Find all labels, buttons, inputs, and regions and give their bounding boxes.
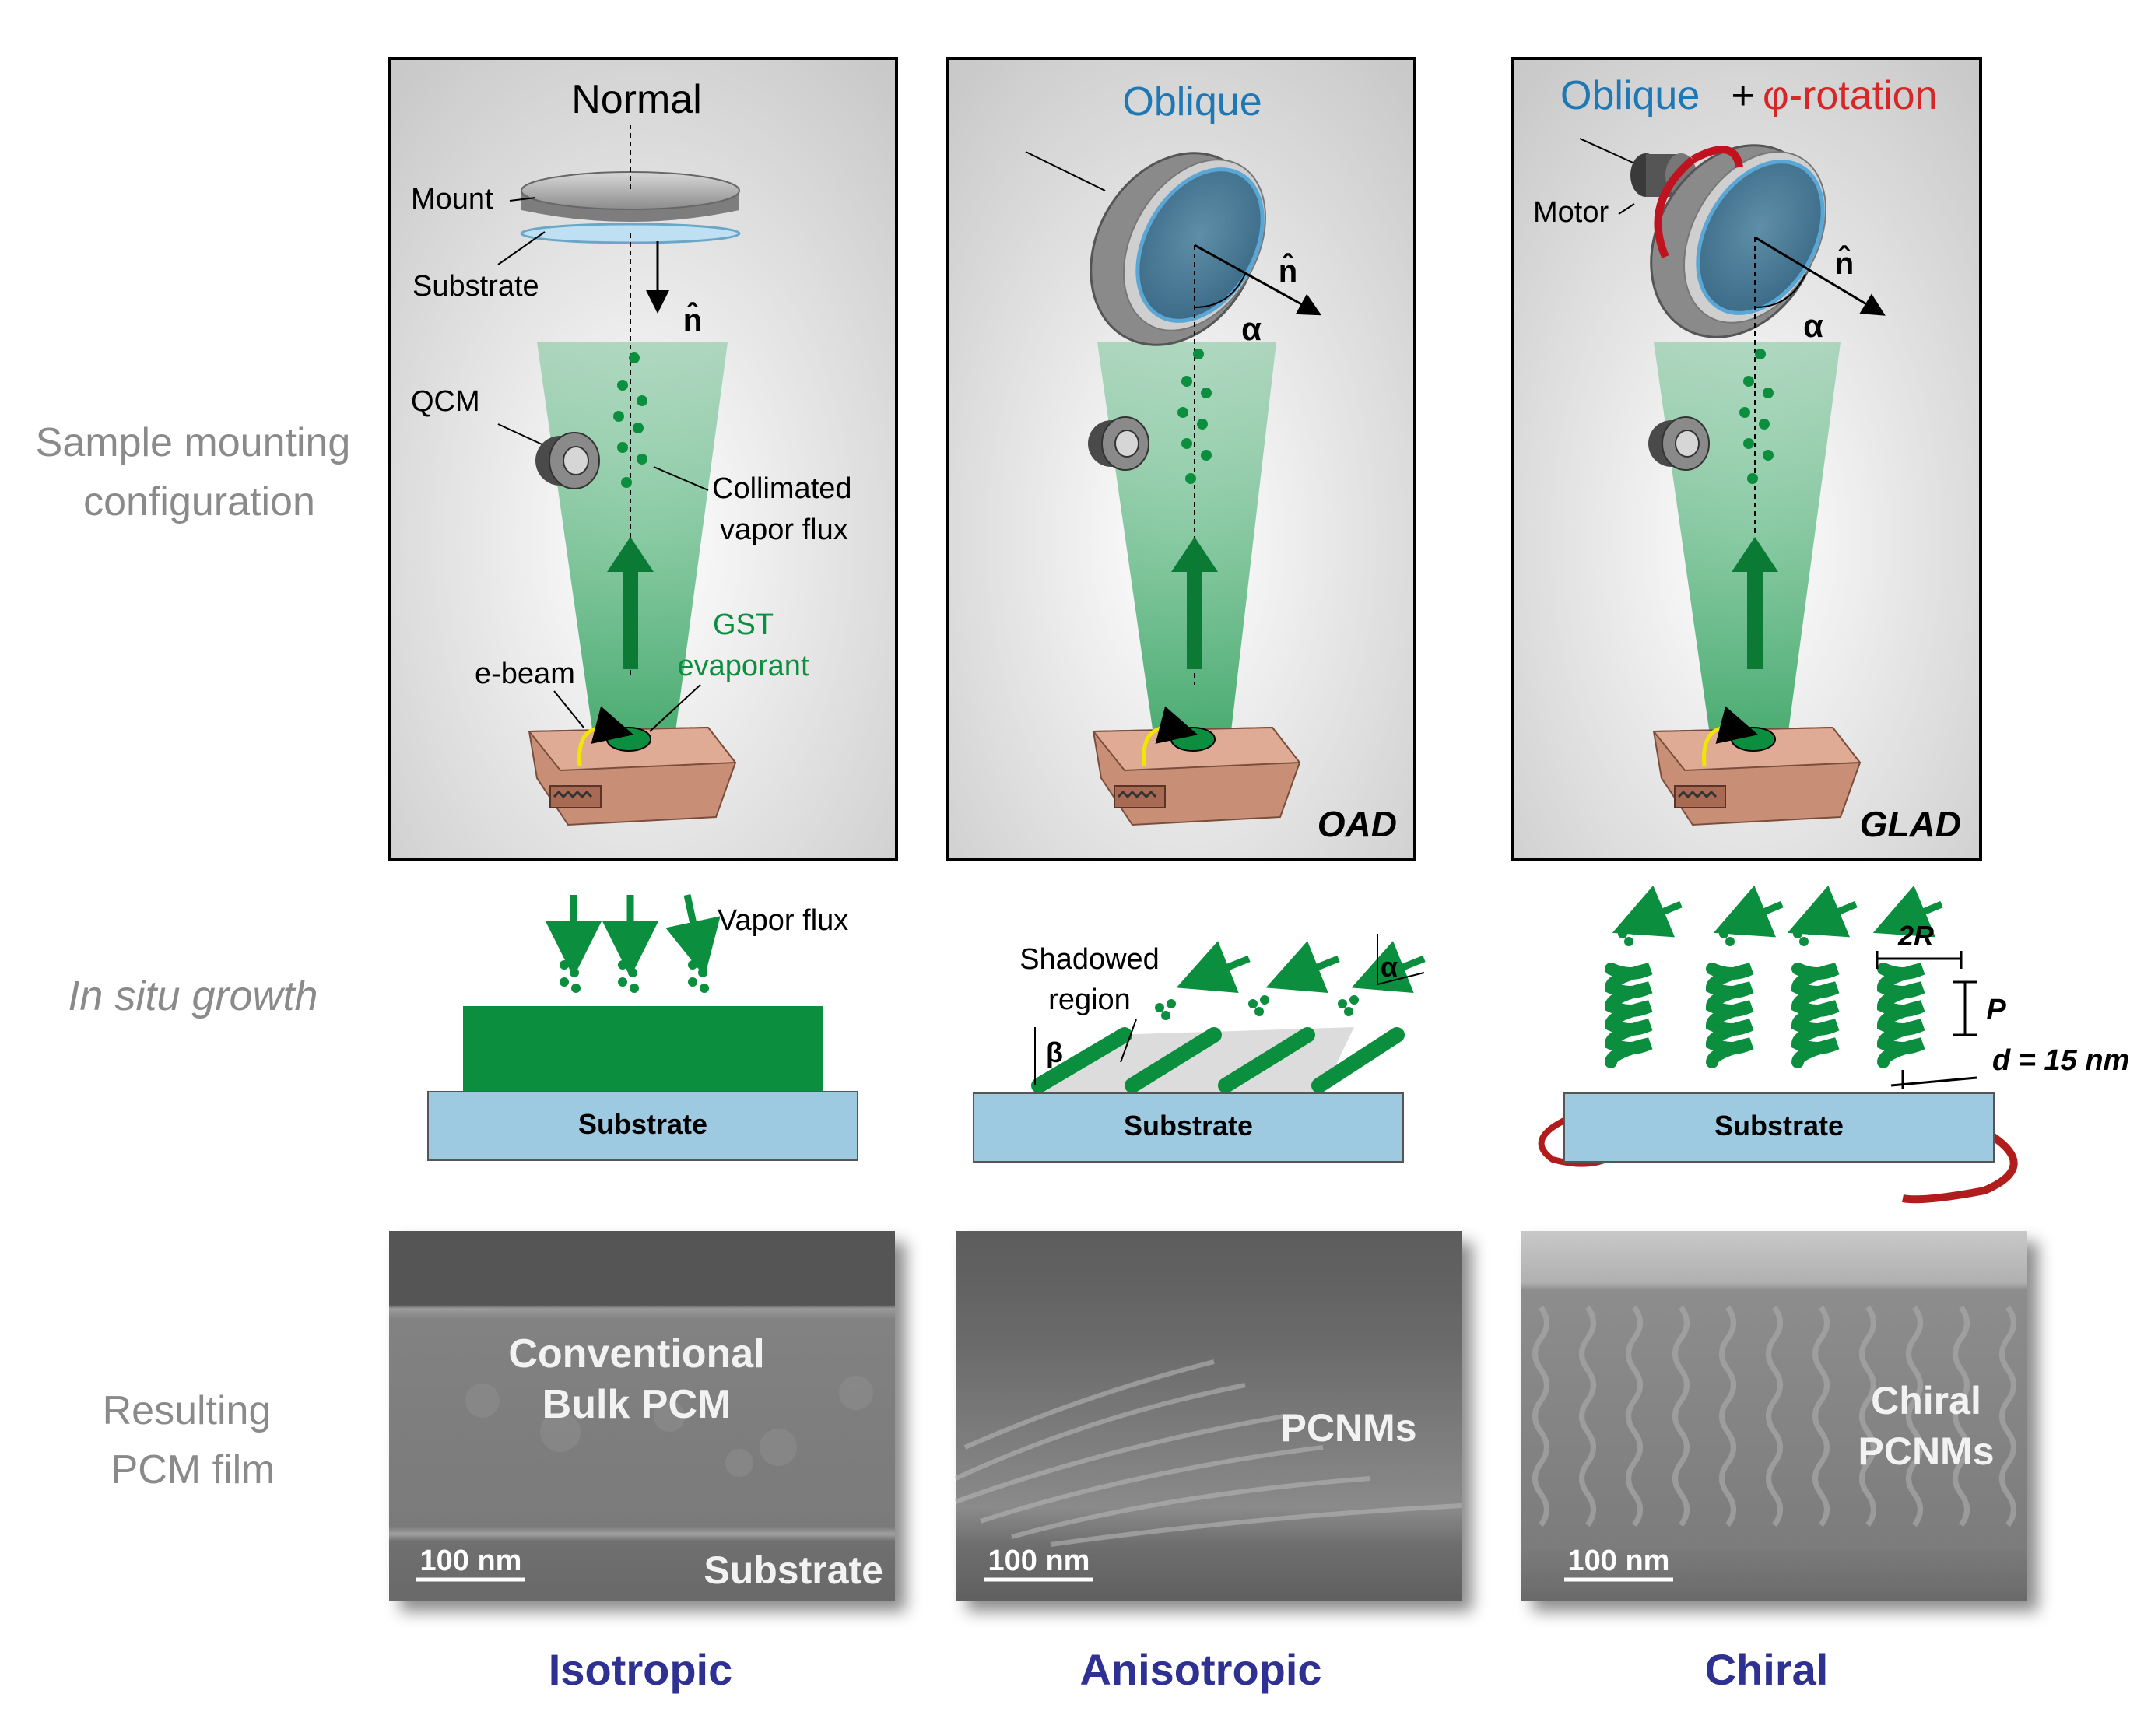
category-isotropic: Isotropic <box>549 1645 732 1694</box>
label-ebeam: e-beam <box>475 658 575 690</box>
angle-beta-label: β <box>1046 1036 1063 1068</box>
flux-up-arrow <box>1732 537 1778 572</box>
panel-glad: n̂ α Oblique + φ-rotation Motor GLAD <box>1511 57 1982 861</box>
label-qcm: QCM <box>411 385 480 418</box>
sem-label-chiral-2: PCNMs <box>1858 1429 1994 1473</box>
sem-chiral <box>1521 1231 2027 1601</box>
rotation-arrow <box>1654 156 1696 258</box>
panel-normal-title: Normal <box>571 77 702 122</box>
panel-glad-title-a: Oblique <box>1560 73 1700 118</box>
substrate-block <box>973 1092 1404 1163</box>
label-mount: Mount <box>411 183 493 216</box>
row-label-growth: In situ growth <box>68 973 318 1019</box>
category-chiral: Chiral <box>1705 1645 1829 1694</box>
category-anisotropic: Anisotropic <box>1079 1645 1321 1694</box>
label-shadowed-2: region <box>1048 984 1131 1016</box>
flux-up-arrow <box>607 537 654 572</box>
normal-vector-label: n̂ <box>683 301 702 338</box>
scale-label: 100 nm <box>1568 1545 1670 1577</box>
panel-normal: n̂ Normal Mount Substrate <box>388 57 898 861</box>
bulk-film <box>463 1006 823 1092</box>
helix-columns <box>1604 963 1925 1068</box>
panel-glad-title-b: φ-rotation <box>1763 73 1937 118</box>
sem-anisotropic <box>954 1231 1462 1601</box>
substrate-block <box>1563 1092 1995 1163</box>
scale-label: 100 nm <box>420 1545 522 1577</box>
label-flux-1: Collimated <box>712 472 852 505</box>
substrate-label: Substrate <box>1714 1110 1844 1142</box>
panel-glad-title-plus: + <box>1720 73 1766 118</box>
vapor-particles <box>1739 349 1774 484</box>
substrate-label: Substrate <box>578 1108 707 1140</box>
label-motor: Motor <box>1533 196 1609 229</box>
sem-isotropic <box>389 1231 895 1601</box>
normal-vector-label: n̂ <box>1835 244 1854 281</box>
sem-label-bulk-1: Conventional <box>508 1331 764 1377</box>
label-gst-2: evaporant <box>677 650 809 682</box>
label-flux-2: vapor flux <box>720 514 848 546</box>
substrate-block <box>427 1091 858 1161</box>
label-d-value: d = 15 nm <box>1992 1044 2129 1077</box>
substrate-label: Substrate <box>1124 1110 1253 1142</box>
label-vapor-flux: Vapor flux <box>718 904 848 937</box>
sem-label-chiral-1: Chiral <box>1871 1379 1981 1422</box>
sem-label-pcnms: PCNMs <box>1280 1406 1416 1450</box>
crucible-icon <box>1091 706 1301 826</box>
vapor-particles <box>613 352 647 488</box>
scale-label: 100 nm <box>988 1545 1090 1577</box>
row-label-mounting-1: Sample mounting <box>36 420 351 465</box>
row-label-result-1: Resulting <box>103 1388 272 1433</box>
label-2r: 2R <box>1897 920 1934 952</box>
flux-up-arrow <box>1171 537 1218 572</box>
sem-label-substrate: Substrate <box>704 1548 883 1592</box>
panel-oblique: n̂ α Oblique OAD <box>946 57 1416 861</box>
sem-label-bulk-2: Bulk PCM <box>542 1382 732 1427</box>
panel-oblique-title: Oblique <box>1122 79 1262 125</box>
qcm-icon <box>497 423 600 489</box>
qcm-icon <box>1648 416 1710 471</box>
angle-alpha-label: α <box>1803 307 1823 344</box>
vapor-particles <box>1177 349 1212 484</box>
angle-alpha-label: α <box>1241 310 1262 347</box>
normal-vector-arrow <box>1194 244 1322 316</box>
growth-isotropic: Vapor flux Substrate <box>427 894 858 1161</box>
label-shadowed-1: Shadowed <box>1019 943 1160 976</box>
growth-chiral: 2R P d = 15 nm Substrate <box>1538 885 2129 1204</box>
crucible-icon <box>527 706 737 826</box>
crucible-icon <box>1651 706 1862 826</box>
qcm-icon <box>1088 416 1149 471</box>
growth-anisotropic: α β Shadowed region Substrate <box>973 934 1426 1163</box>
label-gst-1: GST <box>713 608 774 641</box>
tag-oad: OAD <box>1318 804 1397 844</box>
normal-vector-label: n̂ <box>1279 252 1297 289</box>
tag-glad: GLAD <box>1860 804 1961 844</box>
row-label-result-2: PCM film <box>111 1447 275 1492</box>
row-label-mounting-2: configuration <box>83 479 315 524</box>
label-substrate: Substrate <box>412 270 539 303</box>
normal-vector-arrow <box>1754 236 1886 316</box>
rotation-arrow <box>1902 1132 2018 1204</box>
angle-alpha-growth: α <box>1381 951 1398 983</box>
label-pitch: P <box>1986 994 2006 1026</box>
